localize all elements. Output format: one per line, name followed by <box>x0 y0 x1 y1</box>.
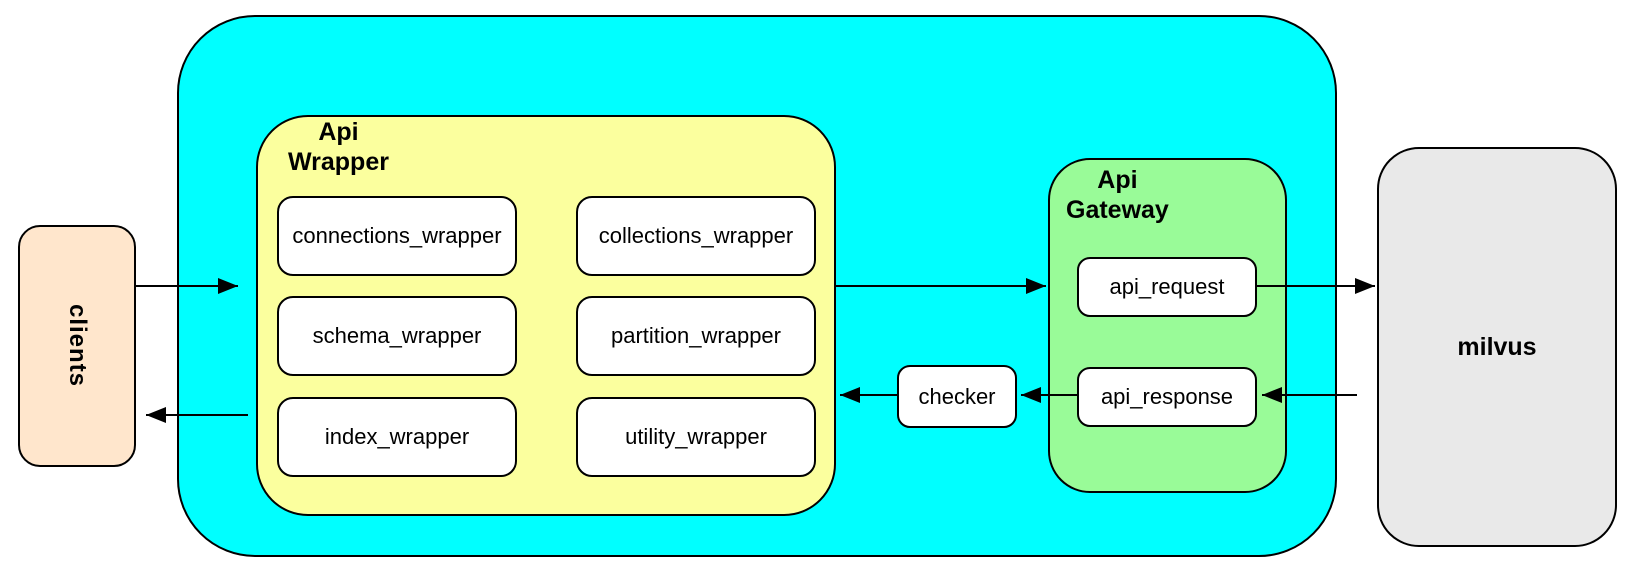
api-gateway-label: Api Gateway <box>1066 166 1169 225</box>
connections-wrapper-node: connections_wrapper <box>277 196 517 276</box>
api-gateway-label-line1: Api <box>1097 166 1138 194</box>
api-wrapper-label: Api Wrapper <box>288 118 389 177</box>
api-wrapper-label-line2: Wrapper <box>288 147 389 176</box>
partition-wrapper-node: partition_wrapper <box>576 296 816 376</box>
index-wrapper-node: index_wrapper <box>277 397 517 477</box>
api-wrapper-label-line1: Api <box>318 118 359 146</box>
utility-wrapper-node: utility_wrapper <box>576 397 816 477</box>
milvus-label: milvus <box>1457 332 1537 361</box>
api-response-node: api_response <box>1077 367 1257 427</box>
clients-label: clients <box>64 304 91 388</box>
checker-node: checker <box>897 365 1017 428</box>
api-gateway-container <box>1048 158 1287 493</box>
api-request-node: api_request <box>1077 257 1257 317</box>
collections-wrapper-node: collections_wrapper <box>576 196 816 276</box>
milvus-node: milvus <box>1377 147 1617 547</box>
schema-wrapper-node: schema_wrapper <box>277 296 517 376</box>
api-gateway-label-line2: Gateway <box>1066 195 1169 224</box>
clients-node: clients <box>18 225 136 467</box>
